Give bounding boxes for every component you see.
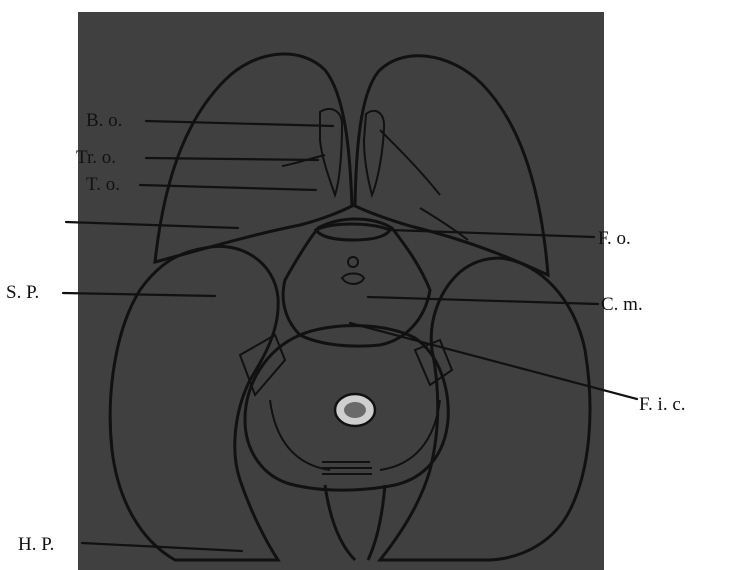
- label-tro: Tr. o.: [76, 147, 116, 168]
- label-sp: S. P.: [6, 282, 39, 303]
- label-fic: F. i. c.: [639, 394, 686, 415]
- label-cm: C. m.: [601, 294, 643, 315]
- label-hp: H. P.: [18, 534, 54, 555]
- label-fo: F. o.: [598, 228, 631, 249]
- label-bo: B. o.: [86, 110, 122, 131]
- label-to: T. o.: [86, 174, 120, 195]
- central-canal-inner: [344, 402, 366, 418]
- photo-vignette: [78, 12, 604, 570]
